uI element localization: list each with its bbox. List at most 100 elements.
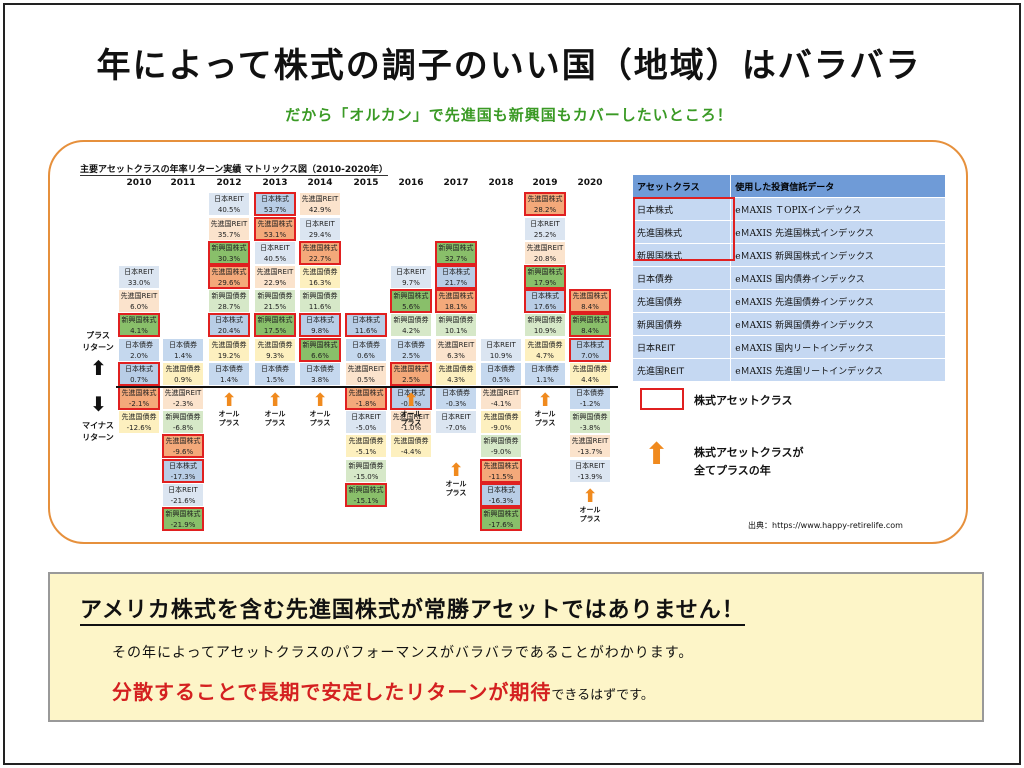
matrix-cell: 先進国REIT-1.0% [390, 410, 432, 435]
cell-asset-label: 日本株式 [397, 389, 425, 397]
cell-asset-label: 日本REIT [441, 413, 471, 422]
cell-asset-label: 先進国株式 [121, 389, 157, 397]
cell-return-value: -16.3% [488, 496, 514, 505]
plus-return-label: プラスリターン [82, 331, 114, 352]
cell-return-value: 1.4% [174, 351, 192, 360]
cell-return-value: 35.7% [217, 230, 241, 239]
year-2017: 2017 [443, 178, 469, 188]
cell-return-value: 21.5% [263, 303, 287, 312]
cell-asset-label: 先進国REIT [210, 219, 248, 228]
cell-return-value: 25.2% [533, 230, 557, 239]
up-arrow-icon: ⬆ [221, 390, 237, 411]
cell-asset-label: 日本株式 [215, 316, 243, 325]
cell-return-value: 8.4% [581, 327, 599, 336]
cell-return-value: 2.5% [402, 375, 420, 384]
year-2012: 2012 [216, 178, 242, 188]
cell-return-value: -9.6% [172, 448, 194, 457]
cell-asset-label: 日本債券 [261, 364, 289, 373]
minus-return-label: マイナスリターン [82, 421, 114, 442]
table-header-fund-data: 使用した投資信託データ [730, 174, 946, 198]
matrix-cell: 先進国株式-2.1% [118, 386, 160, 410]
asset-class-cell: 日本REIT [631, 335, 732, 359]
cell-return-value: 53.1% [263, 230, 287, 239]
matrix-cell: 日本REIT-5.0% [345, 410, 387, 435]
up-arrow-icon: ⬆ [312, 390, 328, 411]
cell-return-value: 2.5% [402, 351, 420, 360]
cell-return-value: 19.2% [217, 351, 241, 360]
cell-return-value: -13.9% [577, 472, 603, 481]
cell-asset-label: 日本REIT [486, 340, 516, 349]
cell-asset-label: 先進国債券 [438, 364, 474, 373]
cell-return-value: -21.6% [170, 496, 196, 505]
cell-return-value: -17.6% [488, 521, 514, 529]
all-plus-text: プラス [400, 419, 422, 427]
all-plus-text: プラス [264, 419, 286, 427]
cell-return-value: 33.0% [127, 279, 151, 287]
cell-return-value: -5.0% [355, 424, 377, 433]
cell-asset-label: 先進国REIT [437, 340, 475, 349]
cell-asset-label: 日本株式 [306, 316, 334, 325]
cell-asset-label: 日本株式 [169, 461, 197, 470]
year-2010: 2010 [126, 178, 152, 188]
cell-asset-label: 先進国株式 [393, 364, 429, 373]
asset-class-cell: 先進国REIT [631, 358, 732, 382]
cell-return-value: -13.7% [577, 448, 603, 457]
matrix-cell: 先進国債券-12.6% [118, 410, 160, 435]
cell-return-value: -1.8% [355, 400, 377, 408]
cell-return-value: -9.0% [490, 424, 512, 433]
matrix-cell: 日本REIT-21.6% [162, 482, 204, 507]
matrix-cell: 日本REIT -13.9% [569, 458, 611, 483]
cell-return-value: 4.2% [402, 327, 420, 336]
cell-return-value: 4.1% [130, 327, 148, 336]
cell-asset-label: 日本REIT [575, 461, 605, 470]
all-plus-text: オール [309, 410, 331, 418]
cell-asset-label: 新興国債券 [483, 437, 519, 446]
emphasis-tail-text: できるはずです。 [551, 688, 654, 703]
cell-return-value: 29.4% [308, 230, 332, 239]
cell-asset-label: 日本株式 [261, 195, 289, 204]
cell-return-value: 1.1% [536, 375, 554, 384]
cell-return-value: 30.3% [217, 254, 241, 263]
cell-asset-label: 新興国債券 [348, 461, 384, 470]
fund-name-cell: eＭAXIS 先進国リートインデックス [730, 358, 946, 382]
all-plus-text: オール [579, 506, 601, 514]
cell-asset-label: 新興国株式 [165, 510, 201, 518]
cell-return-value: -21.9% [170, 521, 196, 529]
cell-return-value: -3.8% [579, 424, 601, 433]
page-title: 年によって株式の調子のいい国（地域）はバラバラ [96, 46, 922, 86]
cell-asset-label: 先進国REIT [526, 243, 564, 252]
matrix-cell: 日本債券-0.3% [435, 386, 477, 410]
cell-asset-label: 新興国債券 [302, 292, 338, 301]
cell-asset-label: 日本債券 [576, 389, 604, 397]
all-plus-marker: ⬆オールプラス [259, 392, 291, 428]
cell-return-value: 28.7% [217, 303, 241, 312]
cell-return-value: 17.5% [263, 327, 287, 336]
cell-asset-label: 日本債券 [215, 364, 243, 373]
cell-asset-label: 先進国REIT [164, 389, 202, 397]
cell-return-value: 21.7% [444, 279, 468, 287]
cell-asset-label: 先進国株式 [527, 195, 563, 204]
year-2016: 2016 [398, 178, 424, 188]
matrix-cell: 先進国債券-5.1% [345, 434, 387, 459]
matrix-cell: 新興国株式-17.6% [480, 507, 522, 531]
cell-asset-label: 先進国債券 [302, 268, 338, 276]
stock-rows-highlight [633, 197, 735, 261]
cell-return-value: 1.4% [220, 375, 238, 384]
cell-return-value: 6.0% [130, 303, 148, 312]
year-2020: 2020 [577, 178, 603, 188]
matrix-cell: 新興国債券-3.8% [569, 410, 611, 435]
